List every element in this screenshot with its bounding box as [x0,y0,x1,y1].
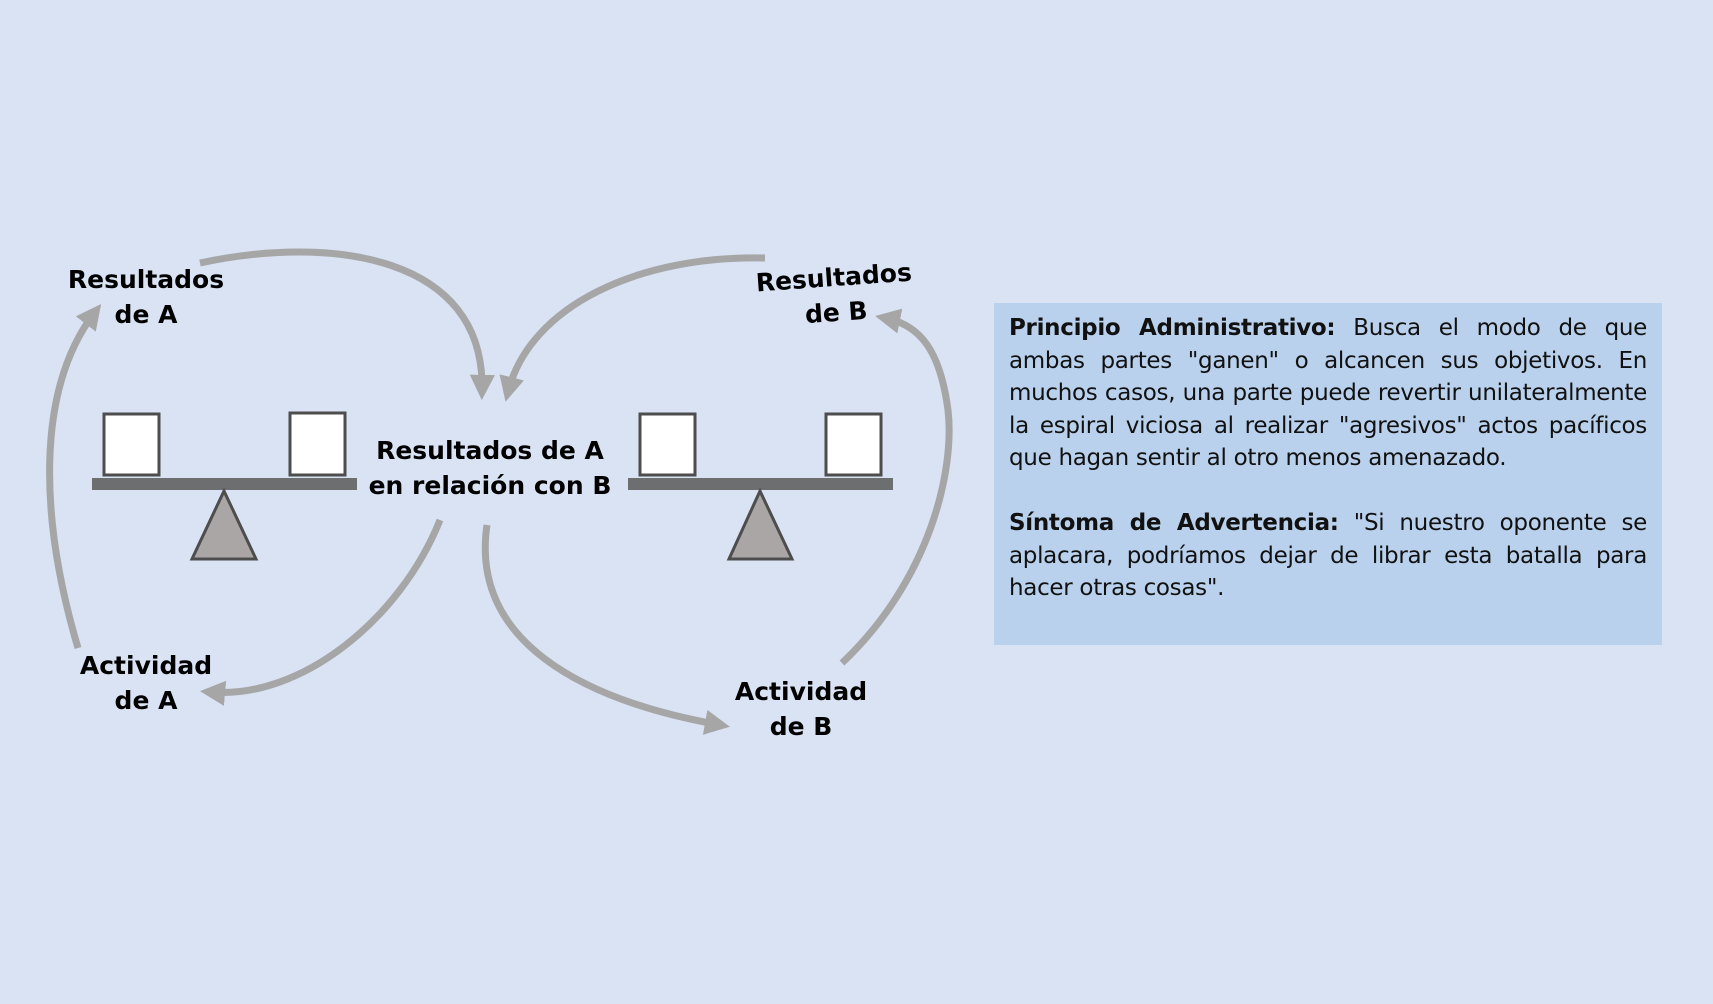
balance-scale-a [92,411,357,561]
node-results-a-relative-b: Resultados de A en relación con B [360,433,620,503]
right-pan-box [824,412,883,477]
node-text: en relación con B [368,471,612,500]
node-results-a: Resultados de A [56,262,236,332]
fulcrum [726,487,795,561]
arrow-center-to-activity-a [199,518,444,706]
node-text: de A [114,300,178,329]
arrow-activity-a-to-results-a [46,304,102,649]
node-activity-a: Actividad de A [56,648,236,718]
balance-beam [92,478,357,490]
node-activity-b: Actividad de B [711,674,891,744]
left-pan-box [102,412,161,477]
arrow-results-a-to-center [199,248,495,401]
balance-scale-b [628,412,893,561]
principle-heading: Principio Administrativo: [1009,315,1336,341]
left-pan-box [638,412,697,477]
node-text: Actividad [734,677,868,706]
node-text: Resultados de A [376,436,604,465]
balance-beam [628,478,893,490]
node-text: Actividad [79,651,213,680]
arrow-center-to-activity-b [481,524,730,735]
arrow-activity-b-to-results-b [839,308,953,666]
principle-paragraph: Principio Administrativo: Busca el modo … [1009,312,1647,475]
arrow-results-b-to-center [499,254,766,402]
info-box: Principio Administrativo: Busca el modo … [994,303,1662,645]
warning-paragraph: Síntoma de Advertencia: "Si nuestro opon… [1009,507,1647,605]
node-text: Resultados [67,265,225,294]
node-text: de B [769,712,833,741]
warning-text: "Si nuestro oponente se aplacara, podría… [1009,510,1648,601]
fulcrum [189,487,259,561]
right-pan-box [288,411,347,477]
warning-heading: Síntoma de Advertencia: [1009,510,1339,536]
node-text: de A [114,686,178,715]
node-results-b: Resultados de B [743,254,927,336]
principle-text: Busca el modo de que ambas partes "ganen… [1009,315,1648,471]
